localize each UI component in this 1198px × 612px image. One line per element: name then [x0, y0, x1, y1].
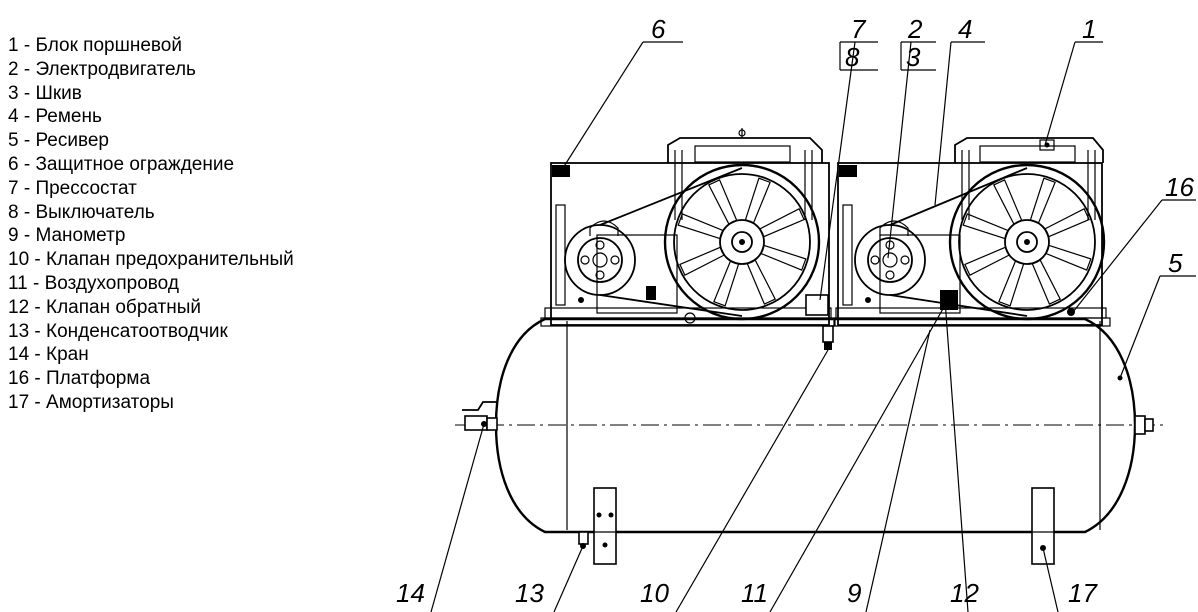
- callout-numbers: 6 7 8 2 3 4 1 16 5 14 13 10 11 9 12 17: [396, 14, 1194, 608]
- flywheel-spoke: [1029, 177, 1056, 224]
- callout-16: 16: [1165, 172, 1194, 202]
- flywheel-spoke: [1031, 258, 1062, 305]
- flywheel-spoke: [1045, 244, 1092, 271]
- callout-8: 8: [845, 42, 860, 72]
- flywheel-spoke: [746, 258, 777, 305]
- flywheel-spoke: [1043, 207, 1090, 238]
- parts-legend: 1 - Блок поршневой 2 - Электродвигатель …: [8, 34, 294, 415]
- flywheel-spoke: [713, 260, 740, 307]
- legend-item-4: 4 - Ремень: [8, 106, 102, 128]
- callout-2: 2: [907, 14, 923, 44]
- flywheel-spoke: [677, 213, 724, 240]
- callout-3: 3: [906, 42, 921, 72]
- legend-item-8: 8 - Выключатель: [8, 201, 155, 223]
- callout-17: 17: [1068, 578, 1098, 608]
- legend-item-9: 9 - Манометр: [8, 225, 126, 247]
- callout-14: 14: [396, 578, 425, 608]
- callout-10: 10: [640, 578, 669, 608]
- legend-item-5: 5 - Ресивер: [8, 130, 109, 152]
- legend-item-17: 17 - Амортизаторы: [8, 391, 174, 413]
- supports: [578, 487, 1055, 565]
- callout-7: 7: [851, 14, 867, 44]
- flywheel-spoke: [964, 246, 1011, 277]
- flywheel-spoke: [707, 179, 738, 226]
- legend-item-11: 11 - Воздухопровод: [8, 272, 179, 294]
- callout-11: 11: [741, 578, 768, 608]
- callout-5: 5: [1168, 248, 1183, 278]
- legend-item-1: 1 - Блок поршневой: [8, 35, 182, 56]
- callout-12: 12: [950, 578, 979, 608]
- legend-item-10: 10 - Клапан предохранительный: [8, 249, 294, 271]
- legend-item-2: 2 - Электродвигатель: [8, 58, 196, 80]
- legend-item-14: 14 - Кран: [8, 344, 89, 366]
- receiver-tank: [455, 317, 1165, 534]
- legend-item-6: 6 - Защитное ограждение: [8, 153, 235, 175]
- drain-tap: [462, 401, 498, 431]
- flywheel-spoke: [744, 177, 771, 224]
- flywheel-spoke: [760, 244, 807, 271]
- callout-6: 6: [651, 14, 666, 44]
- safety-valve: [822, 325, 834, 350]
- flywheel-spoke: [679, 246, 726, 277]
- callout-13: 13: [515, 578, 544, 608]
- legend-item-3: 3 - Шкив: [8, 82, 82, 104]
- flywheel-spoke: [998, 260, 1025, 307]
- leader-lines: [430, 41, 1196, 612]
- callout-9: 9: [847, 578, 861, 608]
- flywheel-spoke: [758, 207, 805, 238]
- callout-4: 4: [958, 14, 972, 44]
- legend-item-16: 16 - Платформа: [8, 368, 151, 390]
- flywheel-spoke: [962, 213, 1009, 240]
- right-compressor-unit: [833, 137, 1111, 327]
- flywheel-spoke: [992, 179, 1023, 226]
- callout-1: 1: [1082, 14, 1096, 44]
- legend-item-13: 13 - Конденсатоотводчик: [8, 320, 228, 342]
- left-compressor-unit: [540, 128, 836, 327]
- legend-item-7: 7 - Прессостат: [8, 177, 137, 199]
- legend-item-12: 12 - Клапан обратный: [8, 296, 201, 318]
